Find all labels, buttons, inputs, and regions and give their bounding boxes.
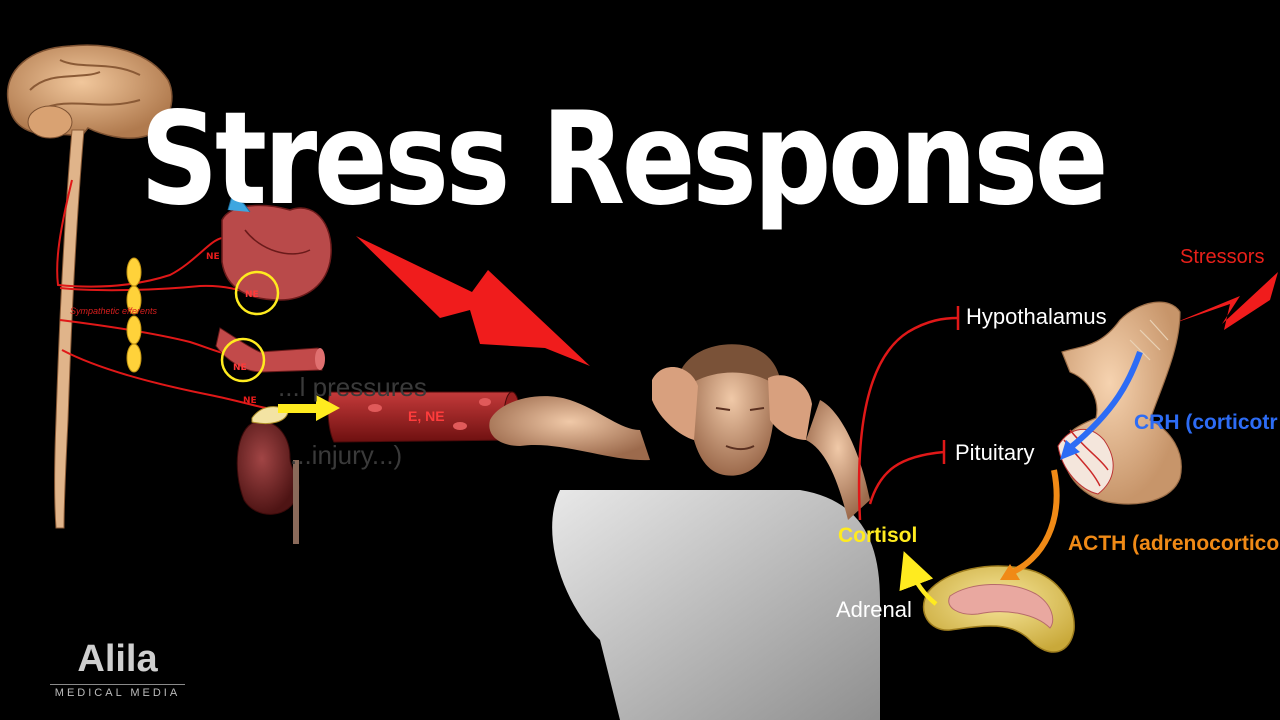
logo-subtitle: MEDICAL MEDIA [50, 684, 185, 699]
ne-label: NE [233, 363, 247, 373]
logo-name: Alila [77, 638, 158, 680]
cortisol-label: Cortisol [838, 524, 918, 547]
heart-ne-highlight [234, 270, 280, 316]
heart [221, 195, 332, 301]
lightning-bolt-right [1172, 272, 1278, 330]
vessel-ne-highlight [220, 337, 266, 383]
lightning-bolt-left [356, 236, 590, 366]
pituitary-label: Pituitary [955, 440, 1035, 465]
logo: Alila MEDICAL MEDIA [50, 640, 185, 699]
crh-arrow [1068, 350, 1143, 451]
adrenal-gland [922, 565, 1075, 653]
cortisol-arrow [899, 551, 938, 606]
faded-text-line: ...injury...) [290, 440, 403, 470]
acth-arrow [1006, 469, 1060, 577]
hypothalamus-label: Hypothalamus [966, 304, 1107, 329]
negative-feedback-pituitary [868, 440, 946, 505]
crh-label: CRH (corticotr [1134, 411, 1278, 434]
sympathetic-efferents-label: Sympathetic efferents [70, 306, 158, 316]
adrenal-label: Adrenal [836, 597, 912, 622]
e-ne-label: E, NE [408, 408, 445, 424]
kidney [236, 406, 300, 544]
ne-label: NE [206, 252, 220, 262]
ne-label: NE [243, 396, 257, 406]
page-title: Stress Response [140, 85, 1109, 234]
acth-arrow-head [1000, 564, 1020, 580]
acth-label: ACTH (adrenocortico [1068, 532, 1280, 555]
faded-text-line: ...l pressures [278, 372, 427, 402]
stressed-person [489, 344, 880, 720]
hypothalamus-pituitary-tissue [1057, 301, 1182, 505]
sympathetic-ganglia [126, 257, 142, 373]
crh-arrow-head [1060, 440, 1080, 460]
adrenal-to-blood-arrow [278, 395, 340, 421]
ne-label: NE [245, 290, 259, 300]
brain-spinal-cord [6, 44, 173, 529]
stressors-label: Stressors [1180, 246, 1265, 268]
negative-feedback-hypothalamus [857, 306, 960, 521]
